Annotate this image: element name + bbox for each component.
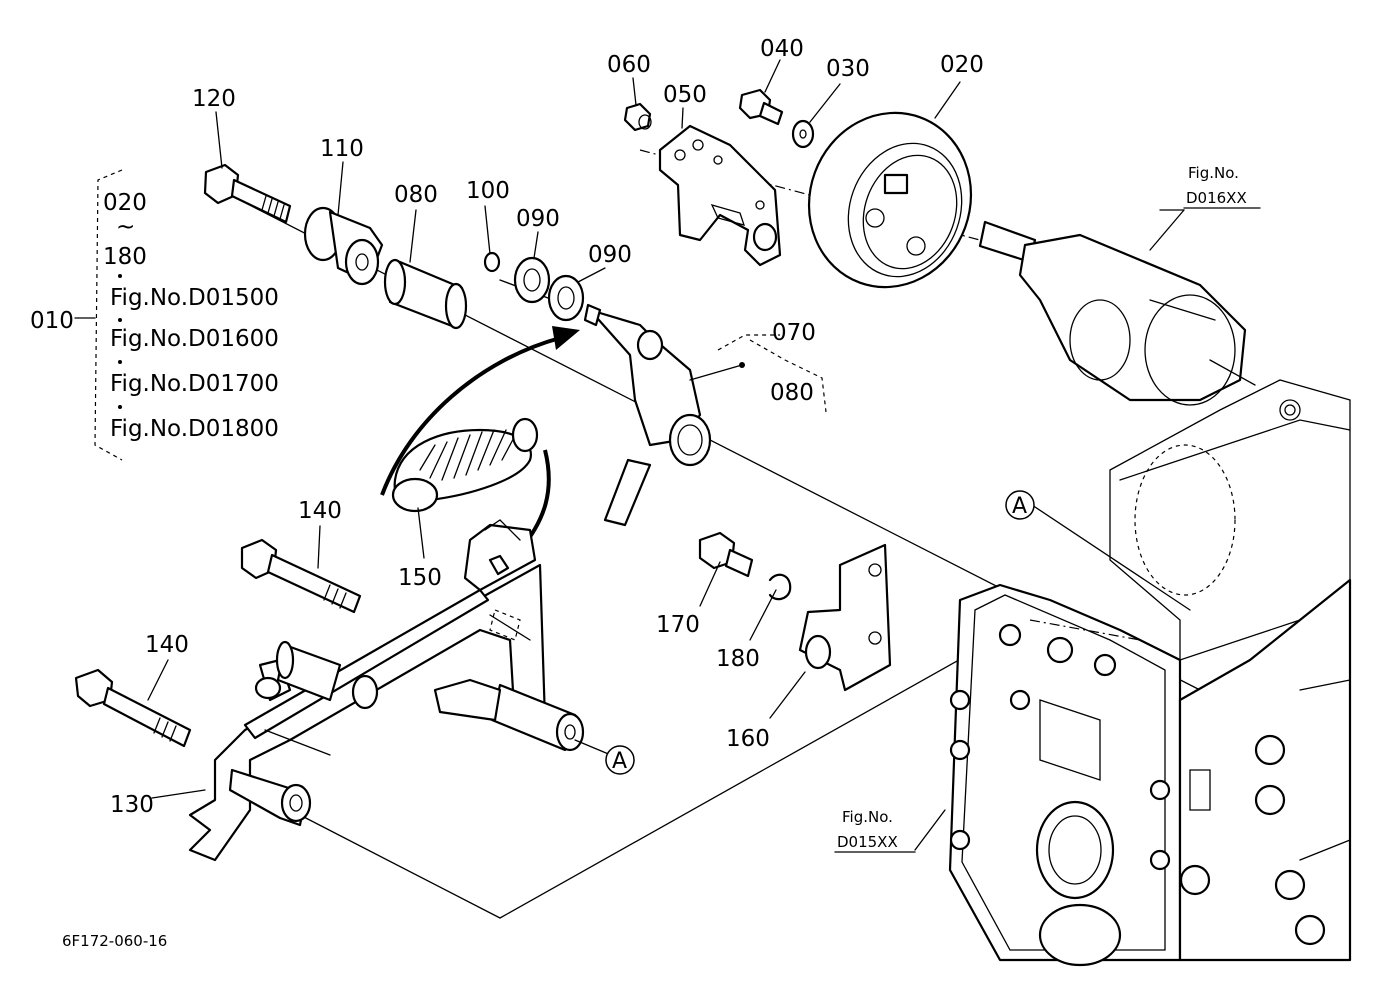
part-050-bracket [658, 124, 782, 267]
marker-a-label-1: A [612, 749, 627, 774]
part-160-plate-bracket [798, 543, 892, 692]
kit-range-start: 020 [103, 190, 147, 216]
part-070-lever-arm [583, 303, 712, 527]
callout-090-lower: 090 [588, 242, 632, 268]
shaft-assembly [978, 220, 1256, 406]
kit-010-bracket [94, 169, 123, 461]
figure-ref-d015-line1: Fig.No. [842, 808, 893, 826]
callout-150: 150 [398, 565, 442, 591]
callout-140-lower: 140 [145, 632, 189, 658]
callout-060: 060 [607, 52, 651, 78]
kit-range-end: 180 [103, 244, 147, 270]
callout-080-kit: 080 [770, 380, 814, 406]
callout-040: 040 [760, 36, 804, 62]
callout-100: 100 [466, 178, 510, 204]
part-140-bolt-lower [74, 668, 192, 748]
part-080-bushing [383, 258, 468, 330]
part-060-nut [623, 102, 652, 132]
kit-ref-4: Fig.No.D01800 [110, 416, 279, 442]
part-090-bearing-1 [513, 256, 551, 304]
part-030-washer [791, 119, 815, 149]
callout-080: 080 [394, 182, 438, 208]
callout-130: 130 [110, 792, 154, 818]
callout-010: 010 [30, 308, 74, 334]
callout-labels: 120 110 080 100 090 090 060 050 040 030 … [30, 36, 984, 818]
drawing-number: 6F172-060-16 [62, 932, 167, 950]
part-110-collar [303, 206, 384, 286]
kit-range-separator: ~ [116, 214, 135, 240]
part-150-spring [391, 417, 539, 513]
callout-090-upper: 090 [516, 206, 560, 232]
figure-ref-d016: Fig.No. D016XX [1183, 164, 1261, 209]
kit-010-contents: 020 ~ 180 Fig.No.D01500 Fig.No.D01600 Fi… [103, 190, 279, 442]
callout-170: 170 [656, 612, 700, 638]
figure-ref-d016-line2: D016XX [1186, 189, 1247, 207]
marker-a-circle-2: A [1005, 490, 1035, 520]
part-170-bolt [698, 531, 754, 578]
part-090-bearing-2 [547, 274, 585, 322]
part-020-drum [807, 111, 973, 289]
transmission-case [948, 379, 1352, 967]
figure-ref-d015: Fig.No. D015XX [834, 808, 916, 853]
callout-020: 020 [940, 52, 984, 78]
kit-ref-3: Fig.No.D01700 [110, 371, 279, 397]
callout-160: 160 [726, 726, 770, 752]
callout-050: 050 [663, 82, 707, 108]
part-140-bolt-upper [240, 538, 362, 614]
kit-ref-2: Fig.No.D01600 [110, 326, 279, 352]
callout-030: 030 [826, 56, 870, 82]
figure-ref-d016-line1: Fig.No. [1188, 164, 1239, 182]
part-100-snap-ring [483, 251, 501, 273]
callout-070: 070 [772, 320, 816, 346]
kit-070-080-bracket [717, 334, 827, 413]
marker-a-circle-1: A [605, 745, 635, 775]
callout-120: 120 [192, 86, 236, 112]
part-040-bolt [738, 88, 784, 126]
marker-a-label-2: A [1012, 494, 1027, 519]
figure-ref-d015-line2: D015XX [837, 833, 898, 851]
kit-ref-1: Fig.No.D01500 [110, 285, 279, 311]
callout-110: 110 [320, 136, 364, 162]
callout-180: 180 [716, 646, 760, 672]
part-130-lever-bracket [188, 519, 585, 862]
callout-140-upper: 140 [298, 498, 342, 524]
part-120-bolt [203, 163, 292, 224]
